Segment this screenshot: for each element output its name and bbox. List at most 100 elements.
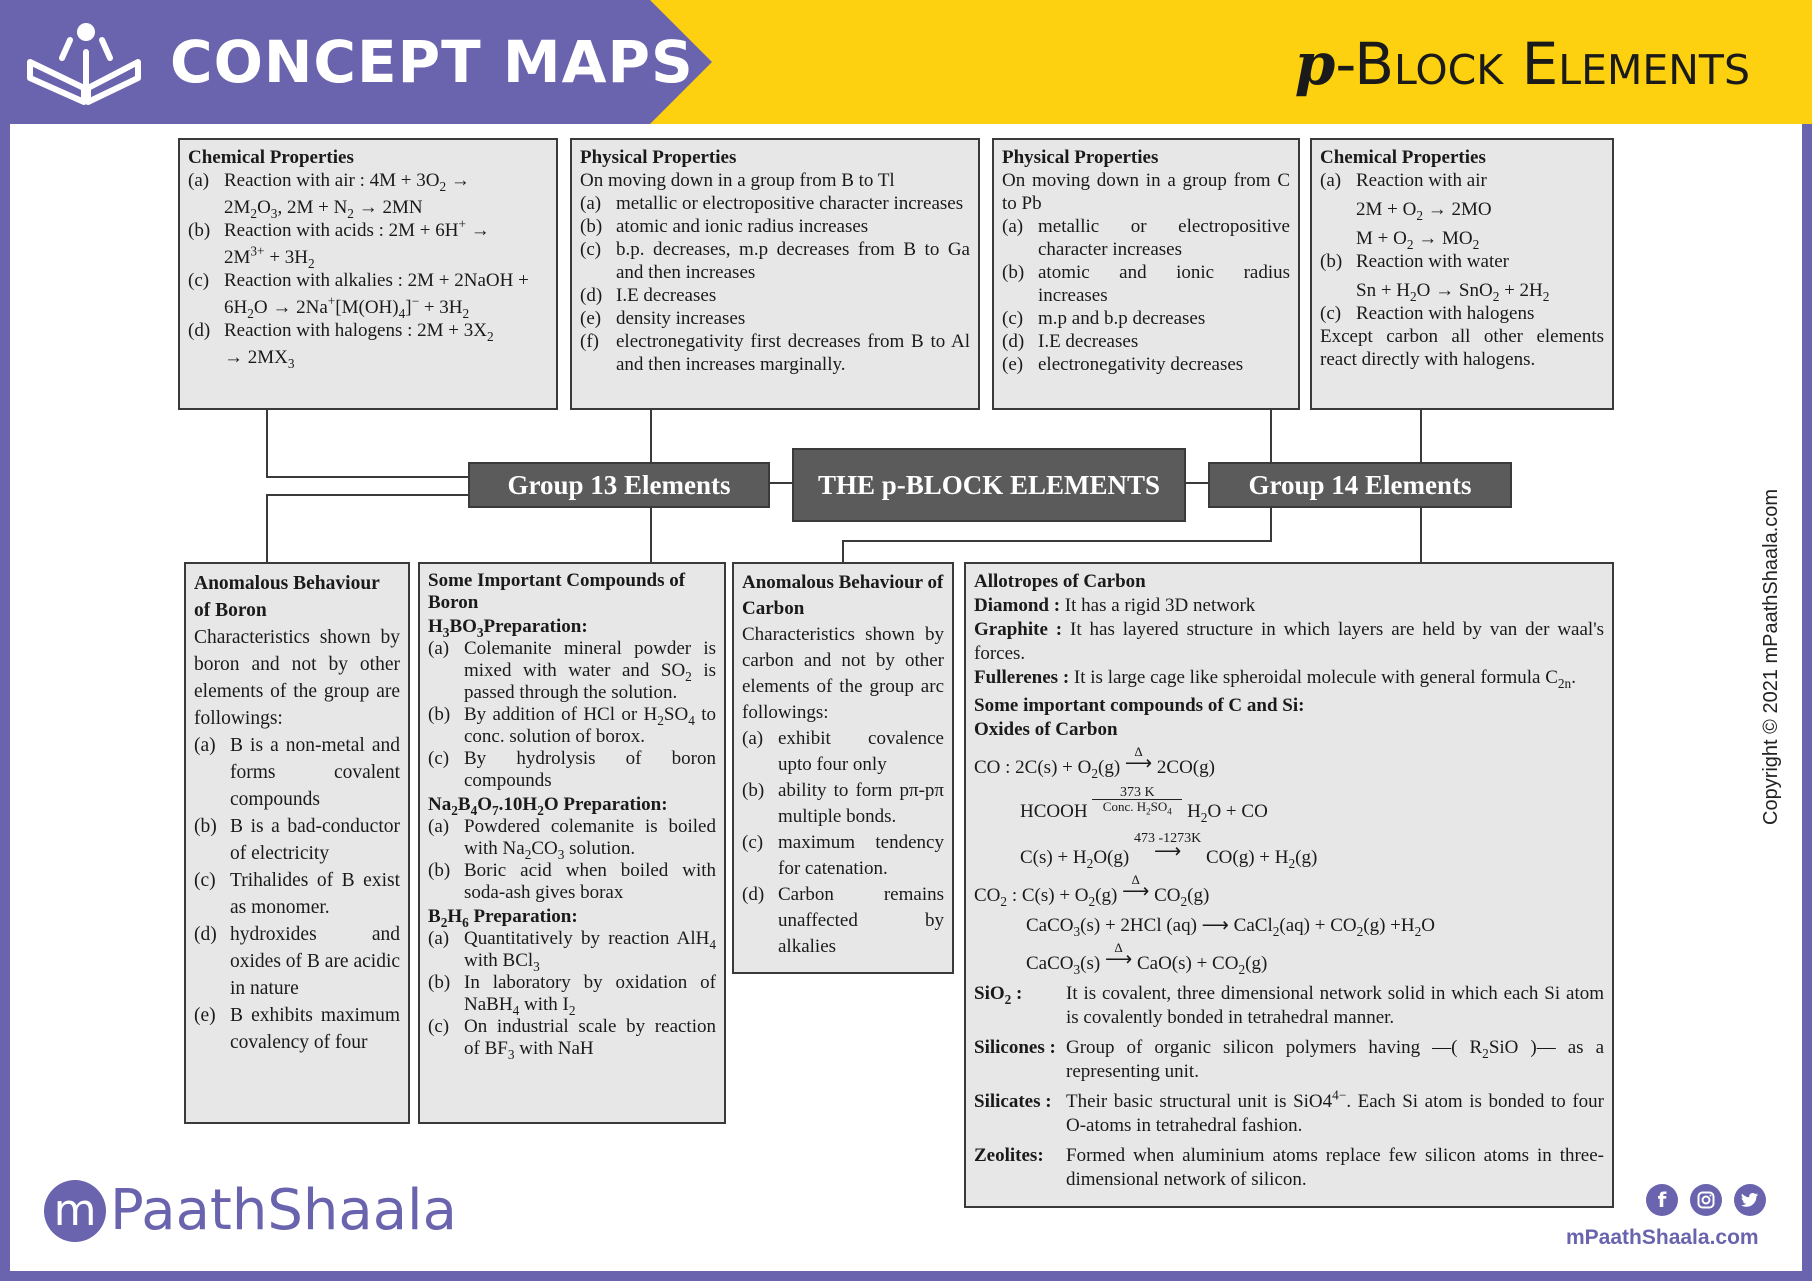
list-item: (d) hydroxides and oxides of B are acidic… [194, 921, 400, 1002]
item-label: (d) [188, 320, 211, 341]
co-equation-3: C(s) + H2O(g) 473 -1273K⟶ CO(g) + H2(g) [1020, 831, 1318, 871]
reader-book-logo-icon [27, 23, 141, 105]
item-list: (a)B is a non-metal and forms covalent c… [194, 732, 400, 1056]
item-text: Reaction with air : 4M + 3O2 →2M2O3, 2M … [224, 169, 548, 221]
box-title: Chemical Properties [1320, 147, 1486, 168]
section-heading: B2H6 Preparation: [428, 906, 578, 930]
connector [266, 494, 470, 496]
list-item: (f)electronegativity first decreases fro… [580, 330, 970, 376]
equation: M + O2 → MO2 [1356, 228, 1480, 252]
list-item: (c)b.p. decreases, m.p decreases from B … [580, 238, 970, 284]
item-text: Reaction with halogens : 2M + 3X2→ 2MX3 [224, 319, 548, 371]
box-title: Anomalous Behaviour of Carbon [742, 572, 944, 619]
item-text: Reaction with alkalies : 2M + 2NaOH +6H2… [224, 269, 548, 321]
logo-wordmark: PaathShaala [110, 1178, 457, 1243]
item-list: (a)exhibit covalence upto four only(b)ab… [742, 726, 944, 960]
banner-title-p: p [1294, 30, 1336, 98]
item-text: hydroxides and oxides of B are acidic in… [230, 924, 401, 999]
list-item: (b)Reaction with acids : 2M + 6H+ →2M3+ … [188, 218, 548, 271]
item-text: electronegativity decreases [1038, 354, 1244, 375]
item-label: (d) [1002, 331, 1025, 352]
list-item: (d)I.E decreases [1002, 330, 1290, 353]
twitter-icon[interactable] [1734, 1184, 1766, 1216]
item-label: (c) [428, 748, 450, 769]
list-item: (b)Reaction with water [1320, 251, 1510, 272]
zeolites-entry: Zeolites:Formed when aluminium atoms rep… [974, 1145, 1604, 1190]
box-note: Except carbon all other elements react d… [1320, 326, 1604, 370]
group14-chemical-properties-box: Chemical Properties (a)Reaction with air… [1310, 138, 1614, 410]
item-label: (d) [194, 924, 217, 945]
section-heading: Na2B4O7.10H2O Preparation: [428, 794, 668, 818]
connector [650, 506, 652, 562]
section-list: H3BO3Preparation:(a)Colemanite mineral p… [428, 616, 716, 1062]
list-item: (c)Reaction with halogens [1320, 303, 1535, 324]
carbon-anomalous-behaviour-box: Anomalous Behaviour of Carbon Characteri… [732, 562, 954, 974]
box-title: Chemical Properties [188, 147, 354, 168]
list-item: (a)Reaction with air : 4M + 3O2 →2M2O3, … [188, 169, 548, 221]
list-item: (c)m.p and b.p decreases [1002, 307, 1290, 330]
list-item: (c)On industrial scale by reaction of BF… [428, 1016, 716, 1062]
list-item: (a)Powdered colemanite is boiled with Na… [428, 816, 716, 861]
facebook-icon[interactable]: f [1646, 1184, 1678, 1216]
list-item: (e)density increases [580, 307, 970, 330]
item-continuation: 6H2O → 2Na+[M(OH)4]− + 3H2 [224, 293, 470, 321]
instagram-icon[interactable] [1690, 1184, 1722, 1216]
list-item: (d)Carbon remains unaffected by alkalies [742, 882, 944, 960]
silicates-entry: Silicates :Their basic structural unit i… [974, 1087, 1604, 1136]
connector [266, 476, 470, 478]
item-text: B is a non-metal and forms covalent comp… [230, 735, 400, 810]
frame-bottom [0, 1271, 1812, 1281]
connector [842, 540, 844, 562]
item-list: (a)Reaction with air : 4M + 3O2 →2M2O3, … [188, 169, 548, 371]
connector [1270, 410, 1272, 468]
item-continuation: → 2MX3 [224, 347, 295, 371]
item-text: B exhibits maximum covalency of four [230, 1005, 400, 1053]
list-item: (b)B is a bad-conductor of electricity [194, 813, 400, 867]
connector [266, 494, 268, 562]
item-text: By addition of HCl or H2SO4 to conc. sol… [464, 704, 716, 747]
graphite-entry: Graphite : It has layered structure in w… [974, 619, 1605, 664]
item-text: ability to form pπ-pπ multiple bonds. [778, 780, 944, 827]
item-text: b.p. decreases, m.p decreases from B to … [616, 239, 970, 283]
item-continuation: 2M2O3, 2M + N2 → 2MN [224, 197, 423, 221]
co2-equation-1: CO2 : C(s) + O2(g) Δ⟶ CO2(g) [974, 872, 1210, 909]
item-text: maximum tendency for catenation. [778, 832, 944, 879]
banner-title-concept-maps: CONCEPT MAPS [170, 28, 694, 96]
item-label: (a) [580, 193, 602, 214]
item-list: (a)metallic or electropositive character… [580, 192, 970, 376]
list-item: (b)atomic and ionic radius increases [1002, 261, 1290, 307]
list-item: (e)B exhibits maximum covalency of four [194, 1002, 400, 1056]
list-item: (c)maximum tendency for catenation. [742, 830, 944, 882]
item-continuation: 2M3+ + 3H2 [224, 243, 315, 271]
banner-purple [0, 0, 712, 124]
connector [1270, 506, 1272, 542]
item-label: (b) [428, 704, 451, 725]
list-item: (b)Boric acid when boiled with soda-ash … [428, 860, 716, 904]
connector [266, 410, 268, 478]
list-item: (a)Colemanite mineral powder is mixed wi… [428, 638, 716, 704]
diamond-entry: Diamond : It has a rigid 3D network [974, 595, 1256, 616]
list-item: (c)Trihalides of B exist as monomer. [194, 867, 400, 921]
item-label: (b) [428, 972, 451, 993]
group13-physical-properties-box: Physical Properties On moving down in a … [570, 138, 980, 410]
list-item: (a)exhibit covalence upto four only [742, 726, 944, 778]
list-item: (a)Quantitatively by reaction AlH4 with … [428, 928, 716, 974]
connector [1180, 482, 1210, 484]
item-label: (a) [742, 728, 764, 749]
item-text: In laboratory by oxidation of NaBH4 with… [464, 972, 716, 1018]
item-label: (c) [1002, 308, 1024, 329]
boron-compounds-box: Some Important Compounds of Boron H3BO3P… [418, 562, 726, 1124]
item-text: On industrial scale by reaction of BF3 w… [464, 1016, 716, 1062]
connector [1420, 506, 1422, 562]
section-heading: H3BO3Preparation: [428, 616, 588, 640]
site-url[interactable]: mPaathShaala.com [1566, 1226, 1759, 1249]
group13-hub: Group 13 Elements [468, 462, 770, 508]
item-label: (c) [188, 270, 210, 291]
banner-title-rest: -Block Elements [1335, 30, 1750, 98]
box-title: Allotropes of Carbon [974, 571, 1146, 592]
item-text: Quantitatively by reaction AlH4 with BCl… [464, 928, 716, 974]
group13-chemical-properties-box: Chemical Properties (a)Reaction with air… [178, 138, 558, 410]
co2-equation-2: CaCO3(s) + 2HCl (aq) ⟶ CaCl2(aq) + CO2(g… [1026, 915, 1435, 939]
